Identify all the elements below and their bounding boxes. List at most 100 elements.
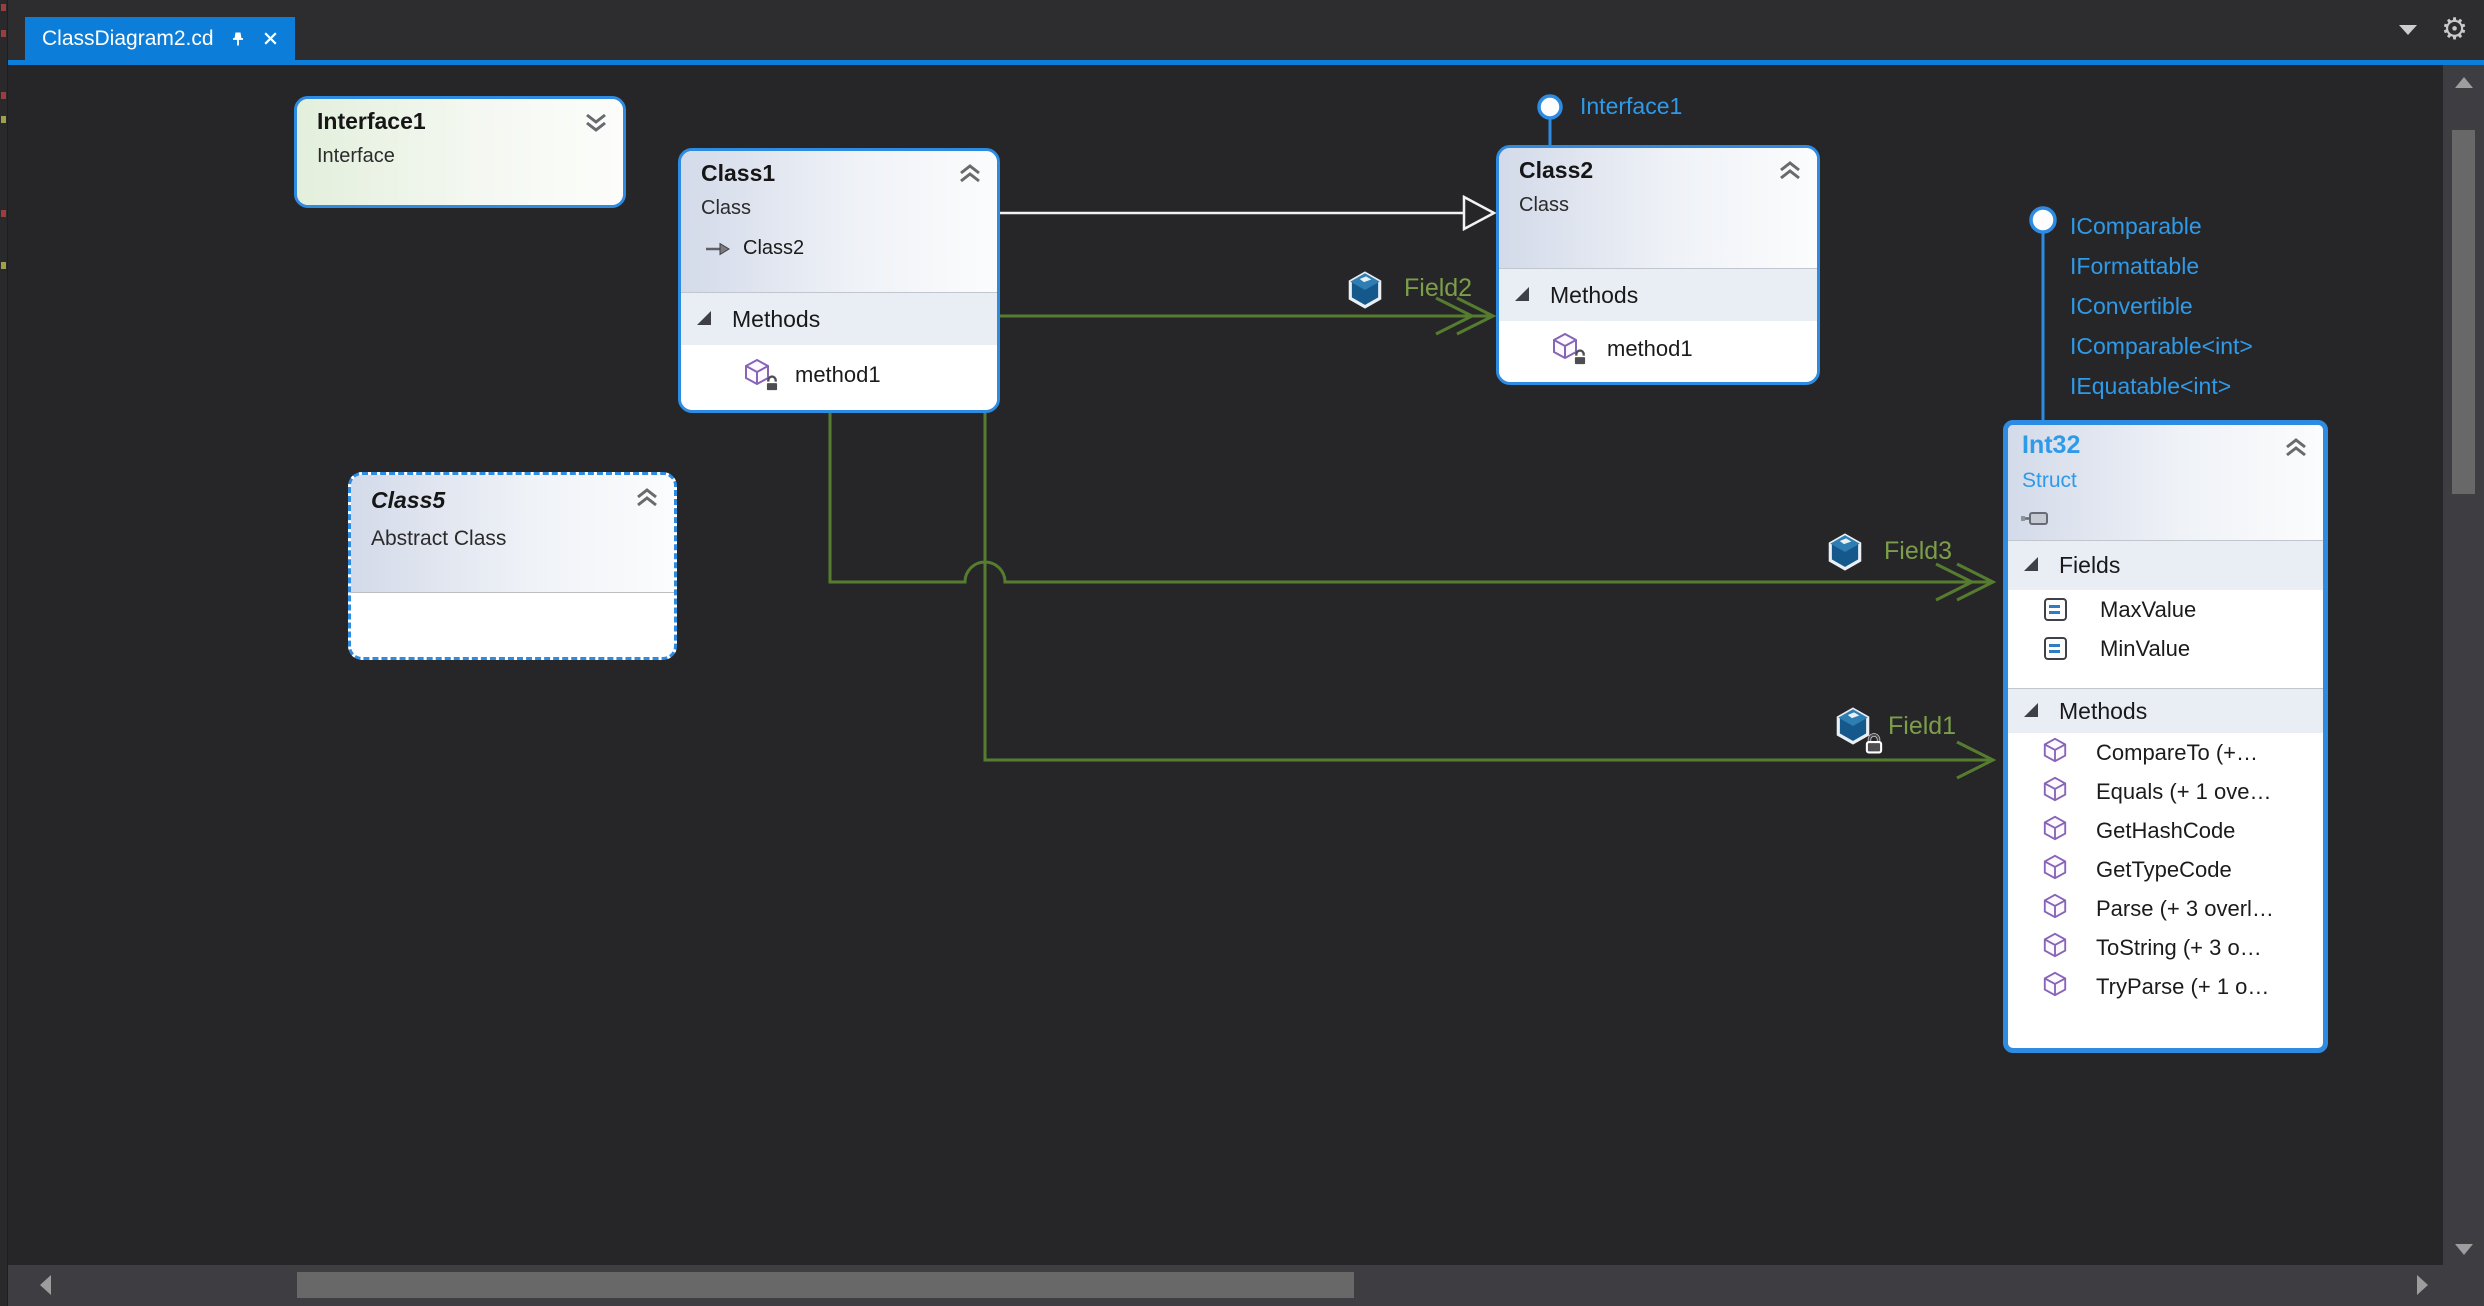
- entity-stereotype: Class: [1519, 194, 1570, 216]
- int32-lollipop-interface[interactable]: IConvertible: [2070, 293, 2193, 319]
- entity-class2[interactable]: Class2 Class Methods method1: [1496, 145, 1820, 385]
- field1-cube-icon: [1832, 705, 1883, 754]
- lock-icon: [1864, 733, 1884, 760]
- class2-method-row[interactable]: method1: [1499, 321, 1817, 377]
- close-icon[interactable]: [262, 30, 279, 47]
- class1-association-item[interactable]: Class2: [705, 237, 804, 260]
- chevron-down-icon[interactable]: [2399, 25, 2418, 35]
- method-name: CompareTo (+…: [2096, 739, 2259, 765]
- entity-title: Interface1: [317, 108, 426, 134]
- entity-stereotype: Struct: [2022, 469, 2077, 492]
- entity-stereotype: Class: [701, 197, 752, 219]
- method-name: Equals (+ 1 ove…: [2096, 778, 2272, 804]
- chevron-double-up-icon[interactable]: [1777, 161, 1803, 186]
- int32-method-row[interactable]: GetTypeCode: [2008, 850, 2323, 889]
- method-icon: [2042, 776, 2068, 808]
- horizontal-scrollbar-thumb[interactable]: [297, 1272, 1354, 1298]
- section-expander-icon[interactable]: [697, 310, 711, 325]
- interface-lollipop-icon: [2020, 509, 2050, 532]
- field3-association-label[interactable]: Field3: [1884, 537, 1953, 565]
- method-name: GetTypeCode: [2096, 856, 2232, 882]
- int32-method-row[interactable]: GetHashCode: [2008, 811, 2323, 850]
- class-diagram-canvas[interactable]: Interface1 Interface Class1 Class Class2…: [8, 65, 2443, 1265]
- method-private-icon: [743, 358, 779, 392]
- gear-icon[interactable]: ⚙: [2441, 13, 2468, 46]
- horizontal-scrollbar[interactable]: [8, 1265, 2443, 1306]
- method-icon: [2042, 854, 2068, 886]
- int32-lollipop-interface[interactable]: IComparable<int>: [2070, 333, 2253, 359]
- edge-mark: [1, 262, 6, 269]
- entity-int32[interactable]: Int32 Struct Fields MaxValue MinValue Me…: [2003, 420, 2328, 1053]
- int32-method-row[interactable]: Parse (+ 3 overl…: [2008, 889, 2323, 928]
- field-name: MaxValue: [2100, 596, 2197, 622]
- class2-methods-section-header[interactable]: Methods: [1499, 268, 1817, 321]
- method-icon: [2042, 893, 2068, 925]
- class2-header: Class2 Class: [1499, 148, 1817, 268]
- entity-class5[interactable]: Class5 Abstract Class: [348, 472, 677, 660]
- field-icon: [2044, 598, 2067, 621]
- int32-method-row[interactable]: ToString (+ 3 o…: [2008, 928, 2323, 967]
- vertical-scrollbar[interactable]: [2443, 65, 2484, 1306]
- section-title: Methods: [2059, 697, 2148, 724]
- class1-methods-section-header[interactable]: Methods: [681, 292, 997, 345]
- chevron-double-down-icon[interactable]: [583, 112, 609, 137]
- int32-field-row[interactable]: MaxValue: [2008, 590, 2323, 629]
- field2-association-label[interactable]: Field2: [1404, 274, 1473, 302]
- section-expander-icon[interactable]: [2024, 557, 2038, 571]
- field3-cube-icon: [1824, 531, 1866, 578]
- method-icon: [2042, 932, 2068, 964]
- tab-classdiagram2[interactable]: ClassDiagram2.cd: [25, 17, 295, 60]
- class5-header: Class5 Abstract Class: [351, 475, 674, 593]
- method-name: method1: [1607, 336, 1693, 361]
- lollipop-connector-class2[interactable]: [1537, 94, 1563, 147]
- section-expander-icon[interactable]: [2024, 702, 2038, 717]
- document-tab-bar: ClassDiagram2.cd ⚙: [8, 0, 2484, 60]
- int32-method-row[interactable]: TryParse (+ 1 o…: [2008, 967, 2323, 1006]
- method-name: method1: [795, 362, 881, 387]
- tab-title: ClassDiagram2.cd: [42, 26, 214, 50]
- scroll-up-icon[interactable]: [2455, 77, 2473, 88]
- edge-mark: [1, 4, 6, 11]
- entity-class1[interactable]: Class1 Class Class2 Methods method1: [678, 148, 1000, 413]
- int32-method-row[interactable]: CompareTo (+…: [2008, 733, 2323, 772]
- field-icon: [2044, 637, 2067, 660]
- association-field1-line[interactable]: [983, 413, 1997, 780]
- association-field2-line[interactable]: [1000, 296, 1497, 336]
- int32-methods-section-header[interactable]: Methods: [2008, 688, 2323, 733]
- scroll-left-icon[interactable]: [40, 1275, 51, 1295]
- int32-lollipop-interface[interactable]: IFormattable: [2070, 253, 2200, 279]
- int32-fields-section-header[interactable]: Fields: [2008, 540, 2323, 590]
- lollipop-connector-int32[interactable]: [2029, 206, 2057, 422]
- tab-bar-actions: ⚙: [2399, 0, 2468, 60]
- scroll-right-icon[interactable]: [2417, 1275, 2428, 1295]
- chevron-double-up-icon[interactable]: [634, 488, 660, 513]
- lock-icon: [764, 373, 780, 399]
- int32-lollipop-interface[interactable]: IComparable: [2070, 213, 2202, 239]
- class2-lollipop-label[interactable]: Interface1: [1580, 93, 1683, 119]
- class1-method-row[interactable]: method1: [681, 345, 997, 405]
- method-name: ToString (+ 3 o…: [2096, 934, 2262, 960]
- entity-interface1[interactable]: Interface1 Interface: [294, 96, 626, 208]
- section-title: Fields: [2059, 552, 2121, 578]
- method-icon: [2042, 971, 2068, 1003]
- chevron-double-up-icon[interactable]: [2283, 438, 2309, 463]
- pin-icon[interactable]: [229, 30, 247, 48]
- chevron-double-up-icon[interactable]: [957, 164, 983, 189]
- section-title: Methods: [732, 305, 821, 332]
- inheritance-arrow-class1-to-class2[interactable]: [1000, 194, 1497, 232]
- int32-field-row[interactable]: MinValue: [2008, 629, 2323, 668]
- diagram-connectors: [828, 94, 2057, 780]
- spacer: [2008, 668, 2323, 688]
- edge-mark: [1, 210, 6, 217]
- int32-lollipop-interface[interactable]: IEquatable<int>: [2070, 373, 2232, 399]
- class1-header: Class1 Class Class2: [681, 151, 997, 292]
- section-expander-icon[interactable]: [1515, 286, 1529, 301]
- int32-method-row[interactable]: Equals (+ 1 ove…: [2008, 772, 2323, 811]
- entity-stereotype: Interface: [317, 145, 395, 167]
- vertical-scrollbar-thumb[interactable]: [2452, 130, 2475, 494]
- scroll-down-icon[interactable]: [2455, 1244, 2473, 1255]
- field1-association-label[interactable]: Field1: [1888, 712, 1957, 740]
- association-field3-line[interactable]: [828, 413, 1997, 602]
- method-name: TryParse (+ 1 o…: [2096, 973, 2270, 999]
- int32-header: Int32 Struct: [2008, 425, 2323, 540]
